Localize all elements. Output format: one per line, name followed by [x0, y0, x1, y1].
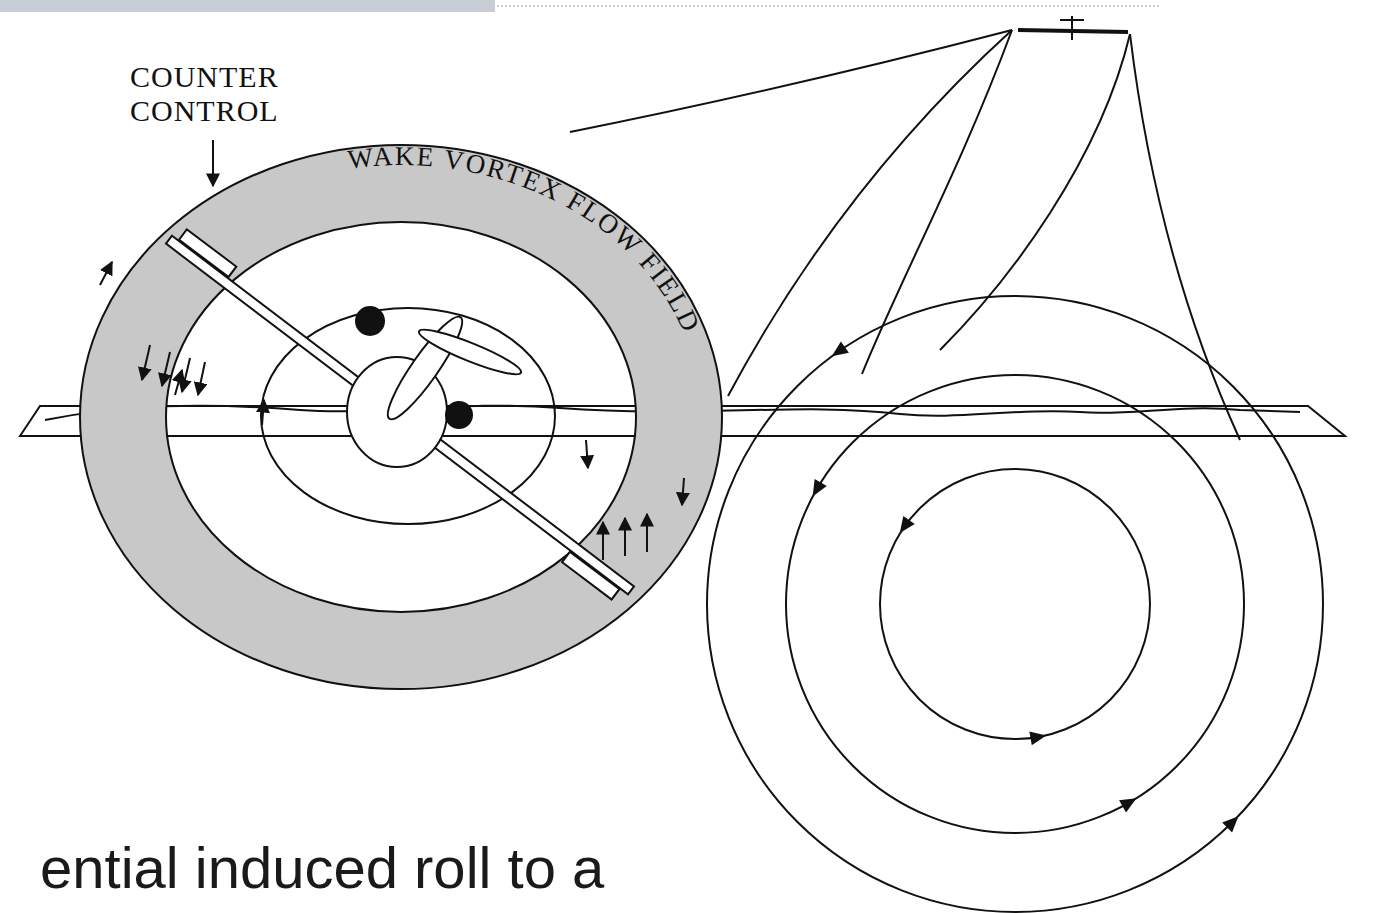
vortex-arrowhead	[900, 516, 915, 533]
vortex-arrowhead	[1029, 731, 1046, 745]
distant-airplane	[570, 16, 1240, 440]
ring-label: WAKE VORTEX FLOW FIELD	[346, 141, 707, 337]
airplane-rear-view	[156, 225, 643, 606]
header-rule	[497, 5, 1160, 7]
downwash-arrows	[142, 345, 205, 395]
vortex-arrowhead	[1222, 816, 1238, 832]
vortex-circles	[707, 296, 1323, 912]
ring-label: WAKE VORTEX FLOW FIELD	[346, 141, 707, 337]
callout-label: COUNTER CONTROL	[130, 60, 305, 128]
ring-flow-arrows	[100, 262, 684, 505]
vortex-arrowhead	[813, 479, 827, 496]
vortex-arrowheads	[813, 341, 1239, 832]
vortex-arrowhead	[832, 341, 849, 356]
vortex-arrowhead	[1119, 798, 1136, 812]
caption-fragment: ential induced roll to a	[40, 836, 604, 900]
leader-line	[212, 140, 214, 186]
header-bar	[0, 0, 495, 12]
upwash-arrows	[603, 514, 647, 560]
